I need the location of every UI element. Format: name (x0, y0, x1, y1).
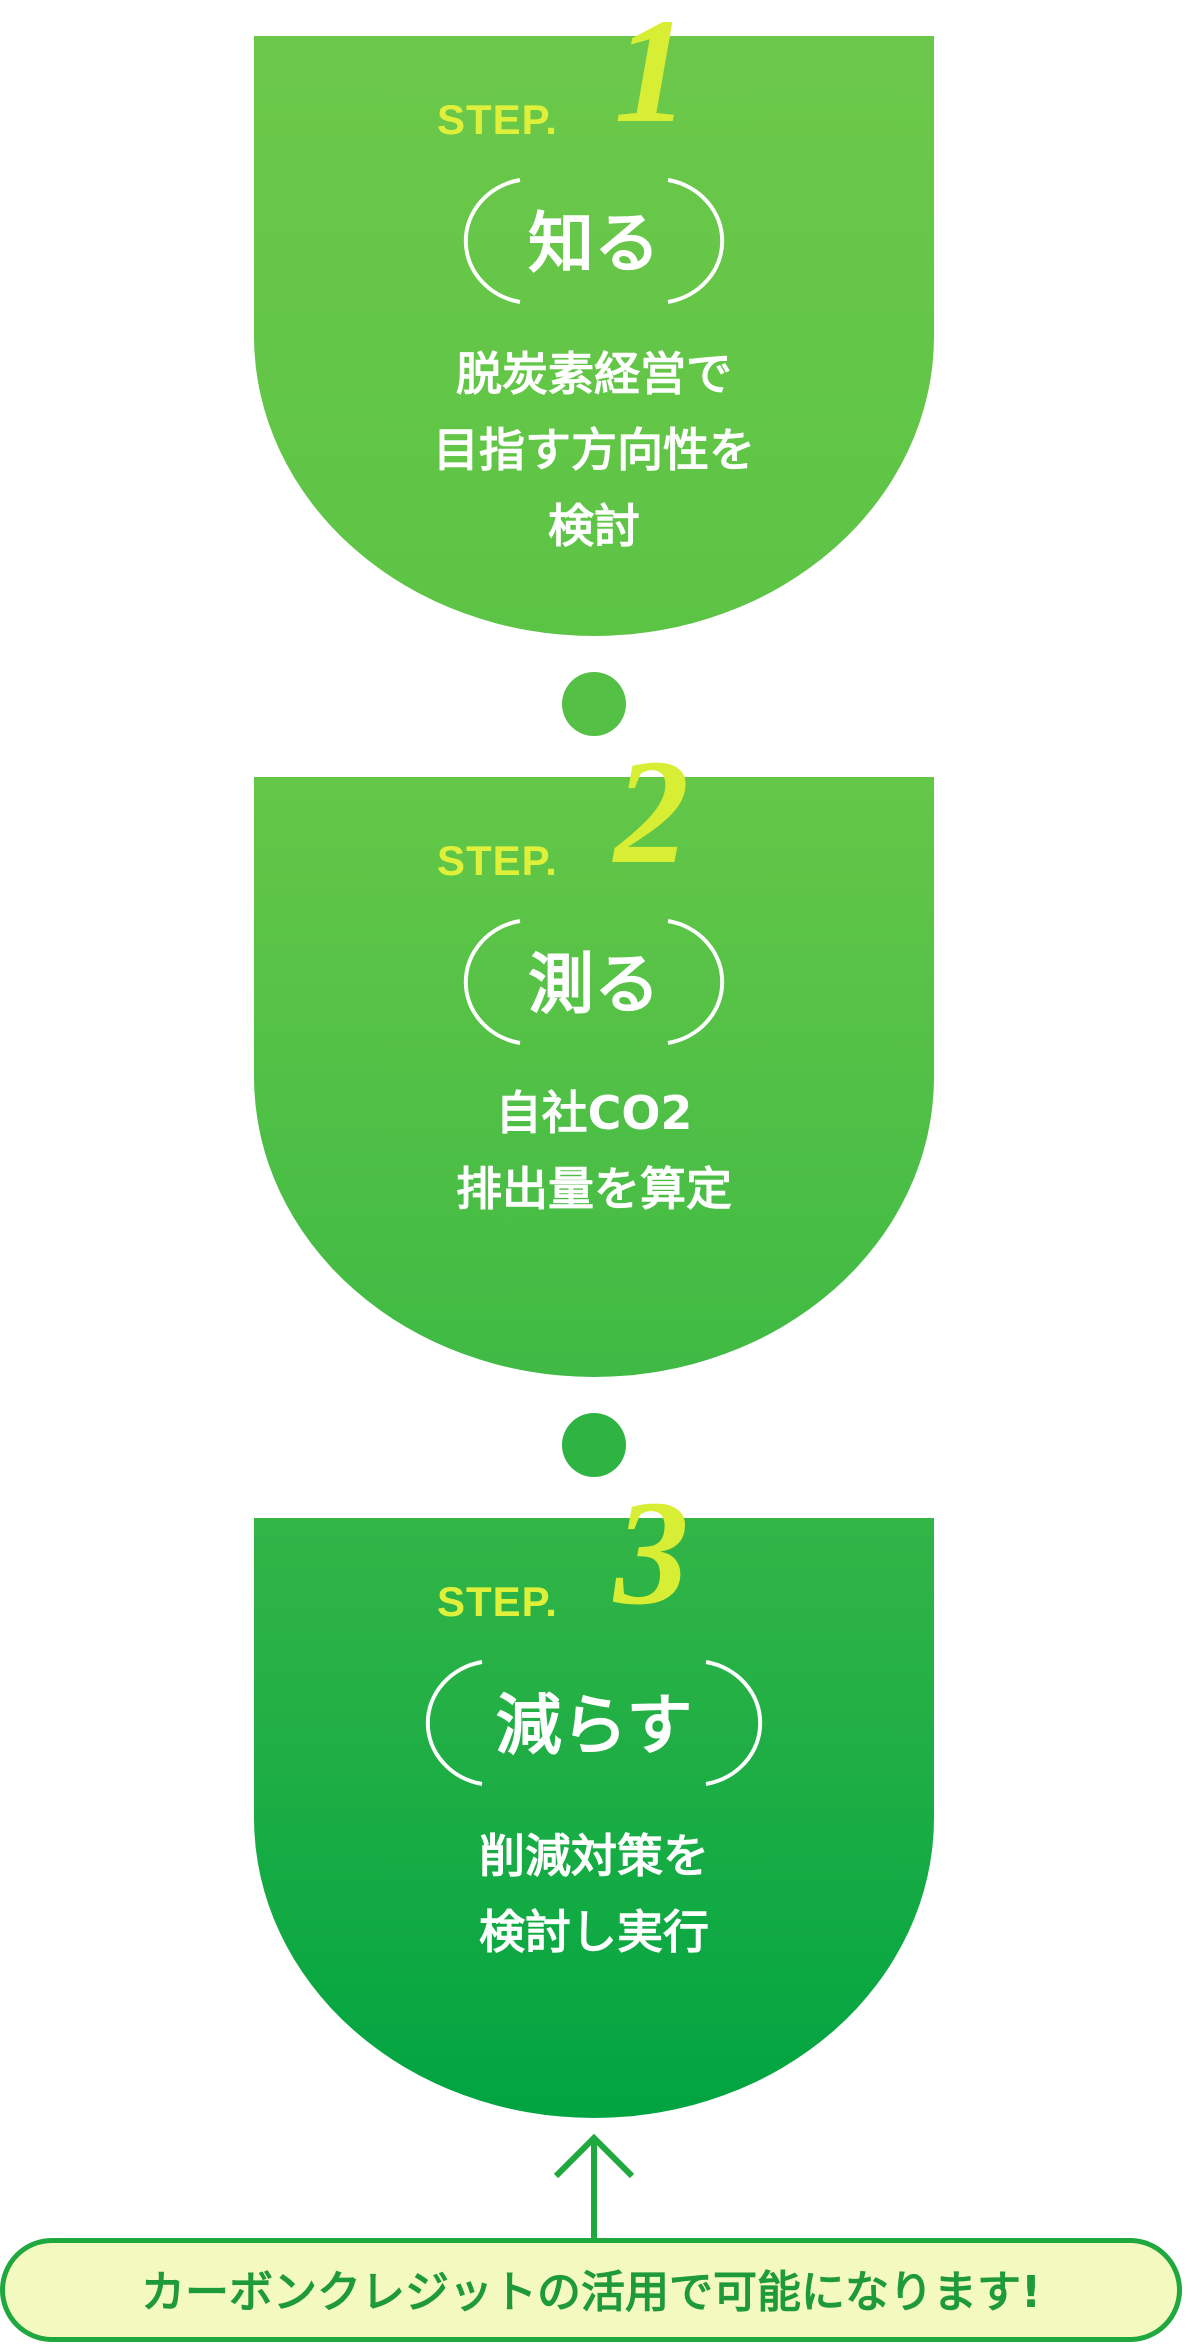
step-2-label: STEP. (437, 837, 558, 884)
connector-dot-1 (562, 672, 626, 736)
step-1-desc-line-3: 検討 (548, 499, 640, 553)
left-bracket-icon (425, 1660, 483, 1786)
step-3-verb-frame: 減らす (254, 1658, 934, 1798)
credit-note-box: カーボンクレジットの活用で可能になります! (0, 2238, 1182, 2342)
right-bracket-icon (667, 919, 725, 1045)
step-2-header: STEP. 2 (254, 737, 934, 887)
step-1-verb-frame: 知る (254, 176, 934, 316)
credit-note-text: カーボンクレジットの活用で可能になります! (140, 2267, 1042, 2318)
connector-dot-2 (562, 1413, 626, 1477)
step-3-description: 削減対策を 検討し実行 (254, 1818, 934, 1970)
step-2-number: 2 (614, 729, 689, 895)
step-3-verb: 減らす (495, 1687, 693, 1764)
step-2-desc-line-2: 排出量を算定 (456, 1162, 732, 1216)
right-bracket-icon (705, 1660, 763, 1786)
right-bracket-icon (667, 178, 725, 304)
step-3-desc-line-2: 検討し実行 (479, 1905, 709, 1959)
step-1-description: 脱炭素経営で 目指す方向性を 検討 (254, 336, 934, 564)
left-bracket-icon (463, 919, 521, 1045)
step-2-verb-frame: 測る (254, 917, 934, 1057)
step-1-header: STEP. 1 (254, 0, 934, 146)
step-3-card: STEP. 3 減らす 削減対策を 検討し実行 (254, 1478, 934, 2118)
step-1-verb: 知る (528, 205, 660, 282)
step-1-desc-line-2: 目指す方向性を (433, 423, 755, 477)
step-3-label: STEP. (437, 1578, 558, 1625)
step-1-label: STEP. (437, 96, 558, 143)
step-2-desc-line-1: 自社CO2 (495, 1086, 693, 1140)
step-3-desc-line-1: 削減対策を (479, 1829, 709, 1883)
step-2-description: 自社CO2 排出量を算定 (254, 1075, 934, 1227)
left-bracket-icon (463, 178, 521, 304)
step-1-card: STEP. 1 知る 脱炭素経営で 目指す方向性を 検討 (254, 0, 934, 636)
step-1-desc-line-1: 脱炭素経営で (456, 347, 732, 401)
step-2-verb: 測る (528, 946, 660, 1023)
step-1-number: 1 (614, 0, 689, 154)
arrow-up-icon (553, 2133, 635, 2242)
step-2-card: STEP. 2 測る 自社CO2 排出量を算定 (254, 737, 934, 1377)
step-3-header: STEP. 3 (254, 1478, 934, 1628)
step-3-number: 3 (614, 1470, 689, 1636)
